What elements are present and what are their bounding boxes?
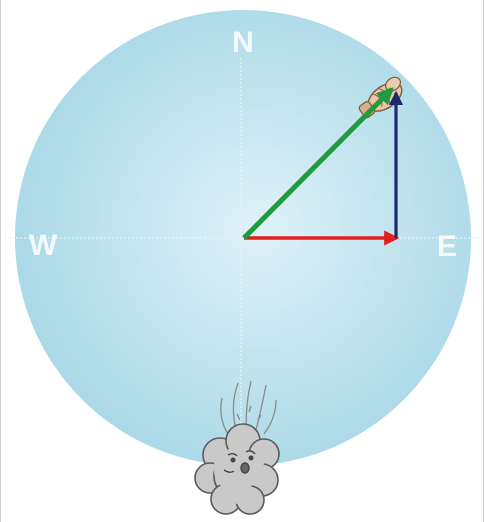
- compass-disc: [15, 10, 471, 466]
- storm-cloud-face-icon: [194, 380, 280, 515]
- west-label: W: [29, 229, 58, 262]
- north-label: N: [232, 26, 254, 59]
- cloud-body-fill: [214, 448, 264, 504]
- resultant-arrow: [242, 87, 394, 240]
- crosshair: [4, 58, 480, 470]
- east-label: E: [437, 230, 457, 263]
- cloud-face: [223, 450, 256, 474]
- frame-left-edge: [0, 0, 1, 522]
